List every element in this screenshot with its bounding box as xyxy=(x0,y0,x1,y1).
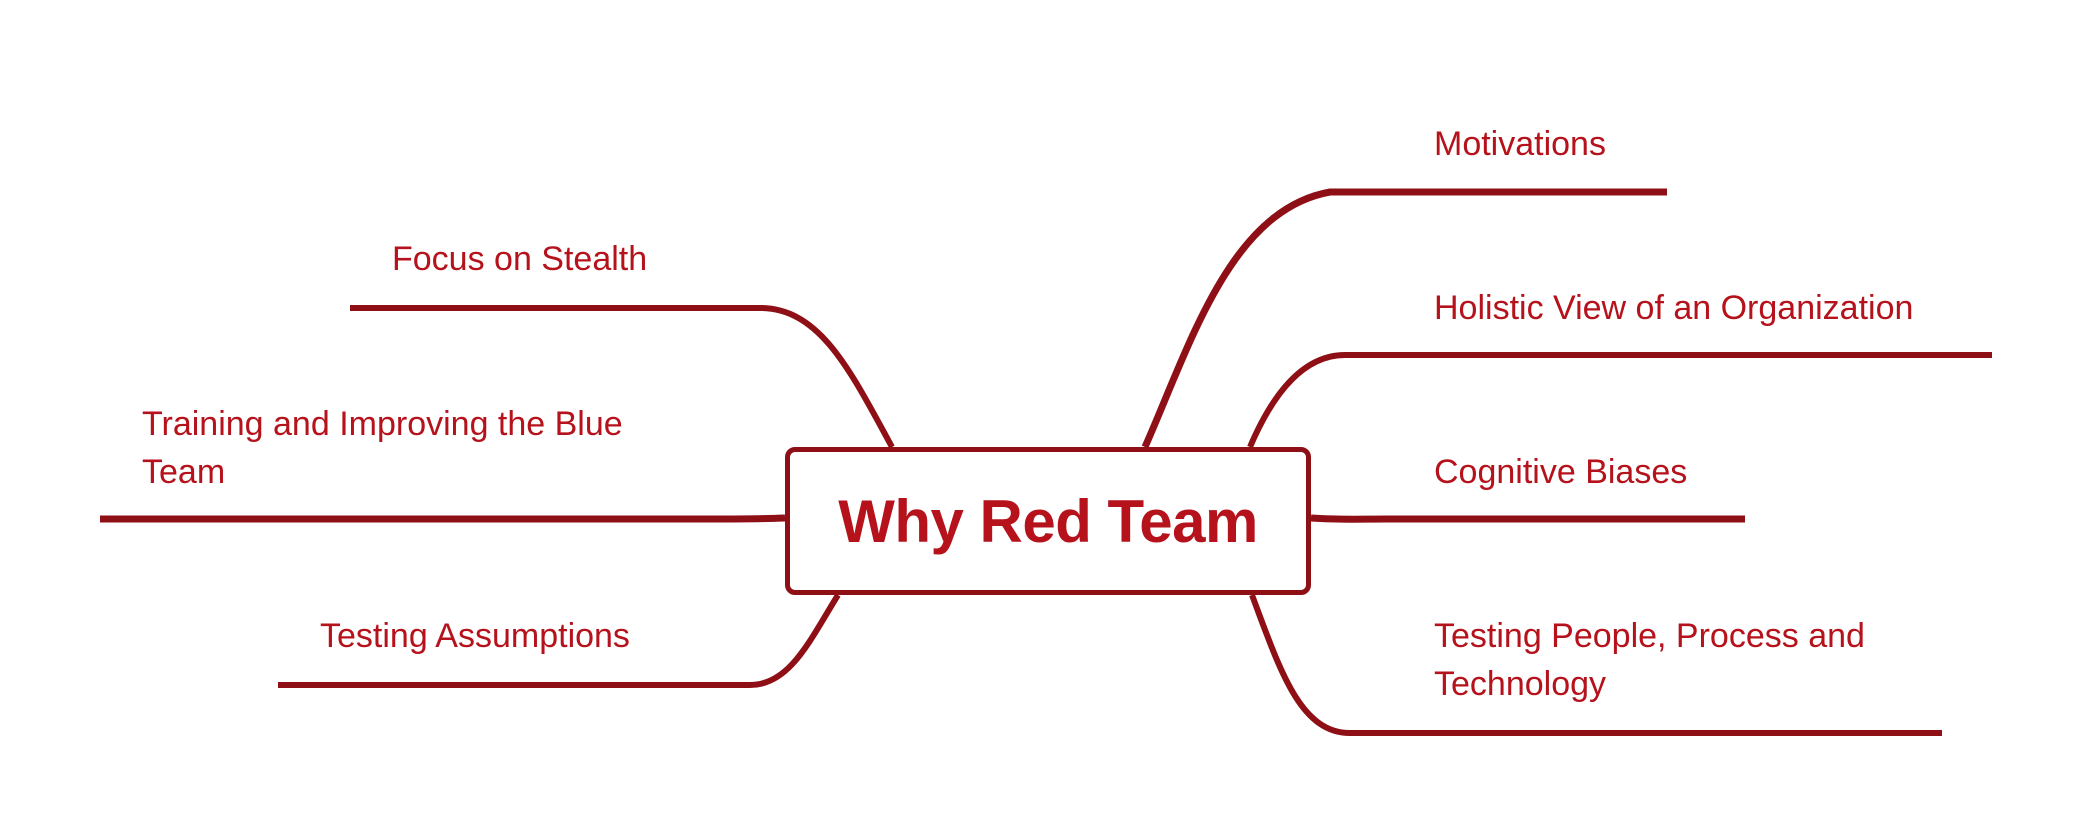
branch-label-testing-people[interactable]: Testing People, Process and Technology xyxy=(1434,617,1865,703)
connector-testing-assumptions xyxy=(278,593,841,688)
connector-focus-stealth xyxy=(350,305,895,449)
connector-testing-people xyxy=(1249,593,1942,736)
connector-training-blue xyxy=(100,514,786,523)
branch-label-cognitive-biases[interactable]: Cognitive Biases xyxy=(1434,453,1688,491)
branch-label-training-blue[interactable]: Training and Improving the Blue Team xyxy=(142,405,623,491)
central-topic-node[interactable]: Why Red Team xyxy=(785,447,1311,595)
central-topic-title: Why Red Team xyxy=(838,487,1258,555)
branch-label-motivations[interactable]: Motivations xyxy=(1434,125,1606,163)
connector-motivations xyxy=(1141,188,1667,449)
branch-label-focus-stealth[interactable]: Focus on Stealth xyxy=(392,240,648,278)
branch-label-testing-assumptions[interactable]: Testing Assumptions xyxy=(320,617,630,655)
connector-holistic-view xyxy=(1247,352,1992,449)
branch-label-holistic-view[interactable]: Holistic View of an Organization xyxy=(1434,289,1914,327)
connector-cognitive-biases xyxy=(1310,514,1745,523)
